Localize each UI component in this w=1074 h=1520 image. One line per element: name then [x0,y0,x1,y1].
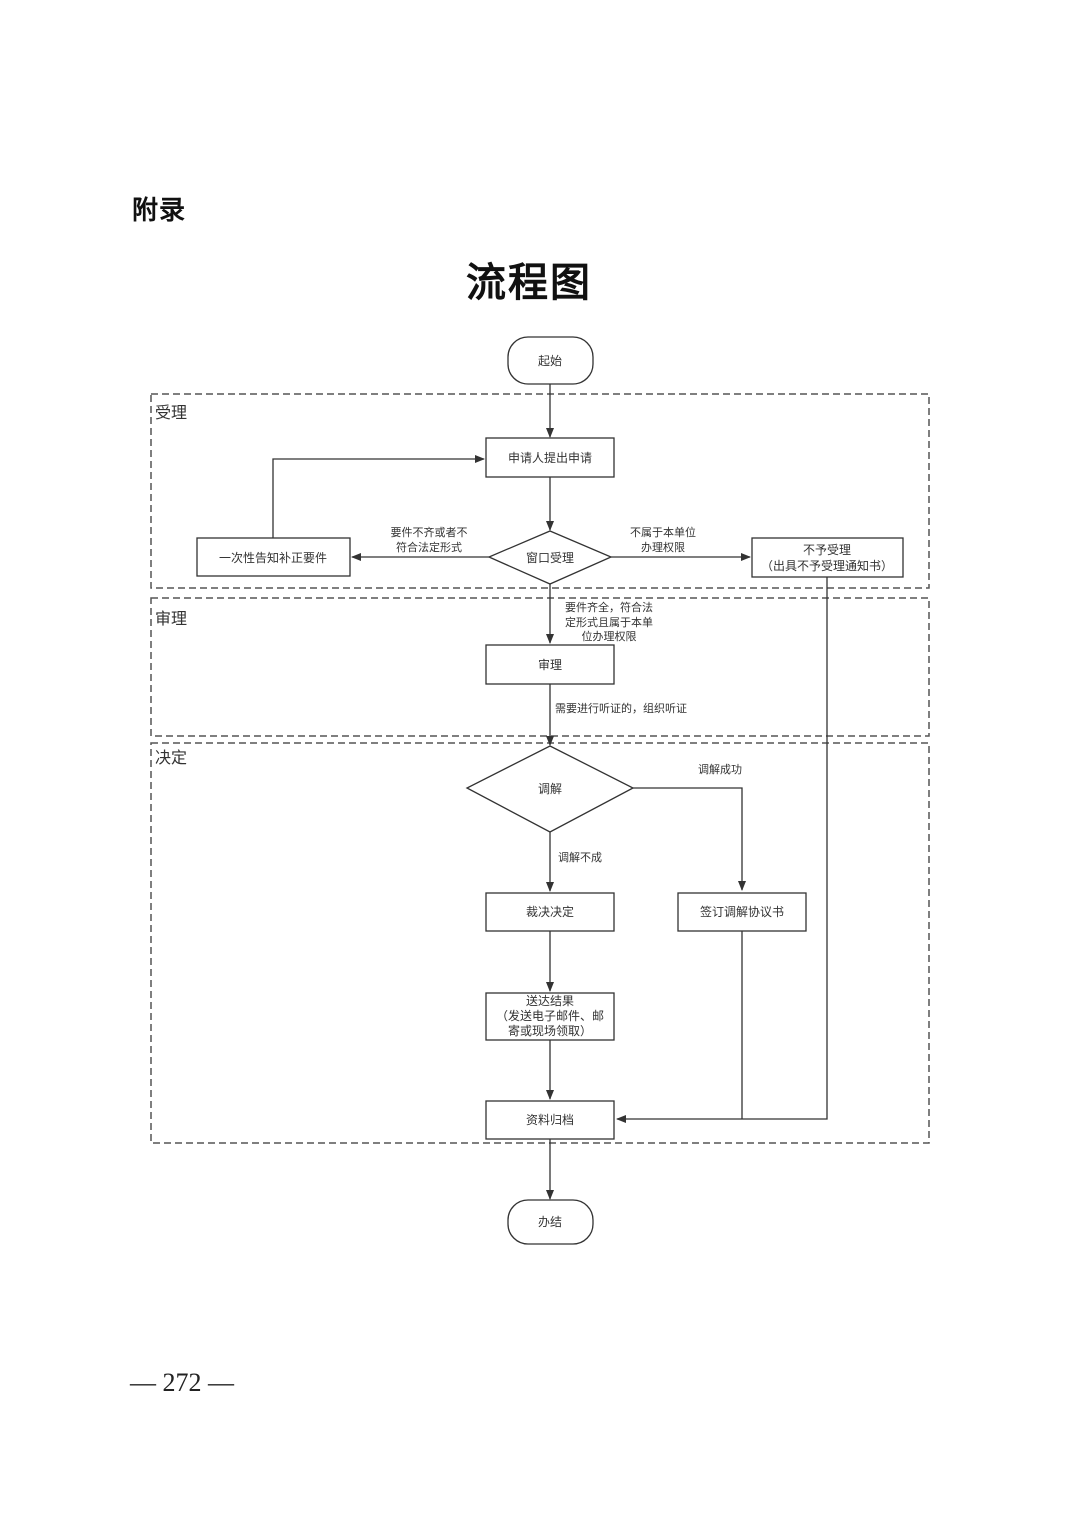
page-number: — 272 — [130,1368,234,1397]
edge-label-incomplete-1: 要件不齐或者不 [391,525,468,539]
node-reject-label-2: （出具不予受理通知书） [761,559,893,573]
edge-label-mediation-fail: 调解不成 [558,850,602,864]
node-deliver-label-2: （发送电子邮件、邮 [496,1008,604,1023]
node-deliver: 送达结果 （发送电子邮件、邮 寄或现场领取） [485,992,615,1041]
node-archive-label: 资料归档 [526,1113,574,1127]
edge-label-complete-1: 要件齐全，符合法 [565,600,653,614]
node-archive: 资料归档 [485,1100,615,1140]
node-window: 窗口受理 [487,530,613,585]
node-mediate-label: 调解 [538,782,562,796]
lane-decide: 决定 [150,742,930,1144]
node-deliver-label-1: 送达结果 [526,993,574,1008]
edge-label-incomplete-2: 符合法定形式 [396,540,462,554]
lane-label-review: 审理 [155,609,187,628]
node-mediate: 调解 [465,745,635,833]
node-notify-label: 一次性告知补正要件 [219,551,327,565]
edge-label-not-jurisdiction-2: 办理权限 [641,541,685,554]
node-end-label: 办结 [538,1214,562,1229]
edge-reject-archive [616,577,828,1123]
node-reject: 不予受理 （出具不予受理通知书） [751,537,904,578]
edge-label-complete-2: 定形式且属于本单 [565,615,653,629]
lane-review: 审理 [150,597,930,737]
node-end: 办结 [507,1199,594,1245]
lane-accept: 受理 [150,393,930,589]
edge-label-mediation-success: 调解成功 [698,762,742,776]
node-deliver-label-3: 寄或现场领取） [508,1023,592,1038]
node-agreement-label: 签订调解协议书 [700,904,784,919]
node-apply-label: 申请人提出申请 [508,450,592,465]
edge-label-complete-3: 位办理权限 [582,629,637,643]
node-start-label: 起始 [538,354,562,368]
node-apply: 申请人提出申请 [485,437,615,478]
node-agreement: 签订调解协议书 [677,892,807,932]
node-ruling-label: 裁决决定 [526,904,574,919]
node-review-label: 审理 [538,657,562,672]
node-notify: 一次性告知补正要件 [196,537,351,577]
node-start: 起始 [507,336,594,385]
edge-label-hearing: 需要进行听证的，组织听证 [555,701,687,715]
edge-label-not-jurisdiction-1: 不属于本单位 [630,525,696,539]
appendix-heading: 附录 [132,196,187,226]
page-title: 流程图 [466,259,592,306]
edge-mediate-agreement [633,787,746,891]
lane-label-accept: 受理 [155,403,187,422]
lane-label-decide: 决定 [155,748,187,767]
edge-notify-apply [272,455,485,538]
node-window-label: 窗口受理 [526,551,574,565]
node-reject-label-1: 不予受理 [803,543,851,557]
node-review: 审理 [485,644,615,685]
node-ruling: 裁决决定 [485,892,615,932]
